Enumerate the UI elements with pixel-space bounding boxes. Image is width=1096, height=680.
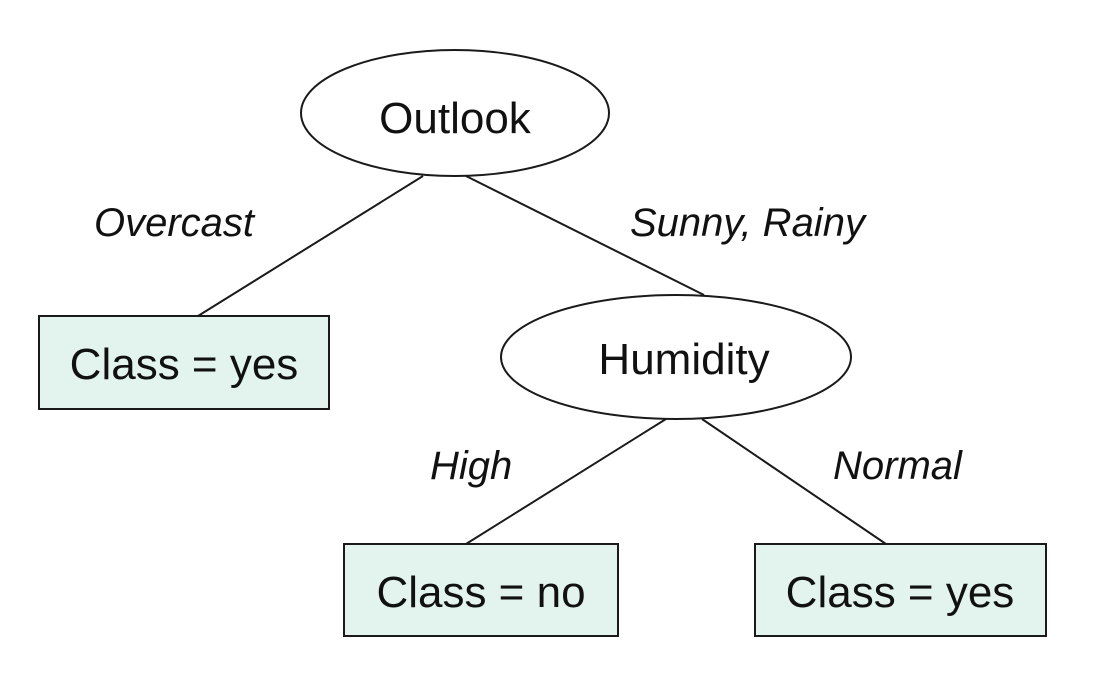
leaf-high-box xyxy=(343,543,619,637)
leaf-high: Class = no xyxy=(343,543,619,637)
leaf-overcast: Class = yes xyxy=(38,315,330,410)
node-humidity: Humidity xyxy=(500,294,852,420)
leaf-normal-box xyxy=(754,543,1047,637)
edge-label-overcast: Overcast xyxy=(94,201,256,245)
leaf-high-label: Class = no xyxy=(376,568,585,617)
leaf-normal-label: Class = yes xyxy=(786,568,1015,617)
edge-outlook-to-humidity xyxy=(465,175,705,296)
edge-label-high: High xyxy=(430,444,512,488)
edge-label-normal: Normal xyxy=(833,444,963,488)
node-outlook: Outlook xyxy=(300,49,610,177)
leaf-overcast-label: Class = yes xyxy=(70,340,299,389)
node-outlook-label: Outlook xyxy=(379,94,532,143)
node-outlook-ellipse xyxy=(300,49,610,177)
edge-humidity-to-high-leaf xyxy=(465,418,667,545)
edge-humidity-to-normal-leaf xyxy=(701,418,887,545)
node-humidity-label: Humidity xyxy=(598,335,769,384)
edge-label-sunny-rainy: Sunny, Rainy xyxy=(630,201,868,245)
leaf-overcast-box xyxy=(38,315,330,410)
node-humidity-ellipse xyxy=(500,294,852,420)
leaf-normal: Class = yes xyxy=(754,543,1047,637)
edge-outlook-to-overcast-leaf xyxy=(197,175,424,317)
